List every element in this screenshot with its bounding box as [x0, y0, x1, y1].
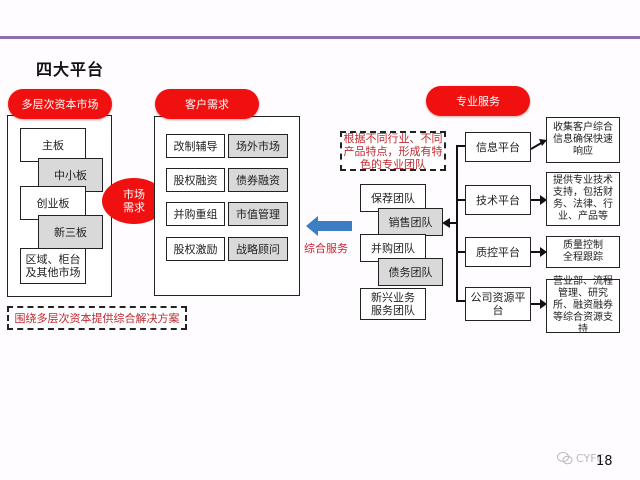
- client-need-item: 并购重组: [166, 202, 225, 226]
- team-note-text: 根据不同行业、不同产品特点，形成有特色的专业团队: [343, 131, 443, 171]
- team-note: 根据不同行业、不同产品特点，形成有特色的专业团队: [340, 131, 446, 171]
- platform-tech-desc: 提供专业技术支持，包括财务、法律、行业、产品等: [546, 172, 620, 226]
- watermark-text: CYFC: [576, 452, 605, 465]
- client-need-item: 场外市场: [228, 134, 288, 158]
- team-debt: 债务团队: [378, 258, 443, 286]
- platform-tech: 技术平台: [465, 185, 531, 215]
- team-emerging: 新兴业务服务团队: [360, 288, 426, 320]
- platform-info-desc-text: 收集客户综合信息确保快速响应: [553, 122, 613, 157]
- platform-bus-line: [456, 145, 458, 301]
- platform-qc-desc: 质量控制全程跟踪: [546, 236, 620, 268]
- solution-note-text: 围绕多层次资本提供综合解决方案: [14, 311, 180, 325]
- arrow-right-icon: [531, 299, 547, 309]
- wechat-icon: [557, 452, 573, 465]
- platform-resource-desc-text: 营业部、流程管理、研究所、融资融券等综合资源支持: [553, 276, 613, 335]
- team-sponsor: 保荐团队: [360, 184, 426, 212]
- arrow-right-icon: [531, 139, 547, 150]
- team-emerging-label: 新兴业务服务团队: [371, 291, 415, 317]
- platform-connector: [456, 199, 465, 201]
- capital-market-header: 多层次资本市场: [8, 89, 112, 119]
- board-regional-label: 区域、柜台及其他市场: [25, 253, 81, 279]
- platform-connector: [456, 145, 465, 147]
- client-need-item: 债券融资: [228, 168, 288, 192]
- market-demand-label: 市场需求: [123, 188, 145, 214]
- solution-note: 围绕多层次资本提供综合解决方案: [7, 306, 187, 330]
- client-need-item: 市值管理: [228, 202, 288, 226]
- client-need-item: 股权激励: [166, 237, 225, 261]
- team-connector: [448, 222, 457, 224]
- platform-resource-label: 公司资源平台: [470, 291, 526, 317]
- platform-qc: 质控平台: [465, 237, 531, 267]
- platform-info-desc: 收集客户综合信息确保快速响应: [546, 117, 620, 163]
- page-title: 四大平台: [36, 60, 105, 79]
- comprehensive-service-label: 综合服务: [304, 242, 348, 255]
- team-sales: 销售团队: [378, 208, 443, 236]
- team-ma: 并购团队: [360, 234, 426, 262]
- board-regional: 区域、柜台及其他市场: [20, 248, 86, 284]
- platform-qc-desc-text: 质量控制全程跟踪: [563, 240, 603, 263]
- board-main: 主板: [20, 128, 86, 162]
- arrow-left-icon: [442, 218, 450, 228]
- platform-tech-desc-text: 提供专业技术支持，包括财务、法律、行业、产品等: [553, 175, 613, 222]
- platform-resource-desc: 营业部、流程管理、研究所、融资融券等综合资源支持: [546, 276, 620, 335]
- board-chinext: 创业板: [20, 186, 86, 220]
- platform-resource: 公司资源平台: [465, 287, 531, 321]
- arrow-right-icon: [531, 247, 547, 257]
- top-divider: [0, 36, 640, 39]
- page-number: 18: [596, 454, 613, 469]
- professional-service-header: 专业服务: [426, 86, 530, 116]
- platform-info: 信息平台: [465, 132, 531, 162]
- platform-connector: [456, 251, 465, 253]
- client-need-item: 股权融资: [166, 168, 225, 192]
- board-neeq: 新三板: [38, 215, 103, 249]
- left-arrow-icon: [306, 216, 352, 236]
- client-need-item: 改制辅导: [166, 134, 225, 158]
- platform-connector: [456, 300, 465, 302]
- client-needs-header: 客户需求: [155, 89, 259, 119]
- arrow-right-icon: [531, 195, 547, 205]
- client-need-item: 战略顾问: [228, 237, 288, 261]
